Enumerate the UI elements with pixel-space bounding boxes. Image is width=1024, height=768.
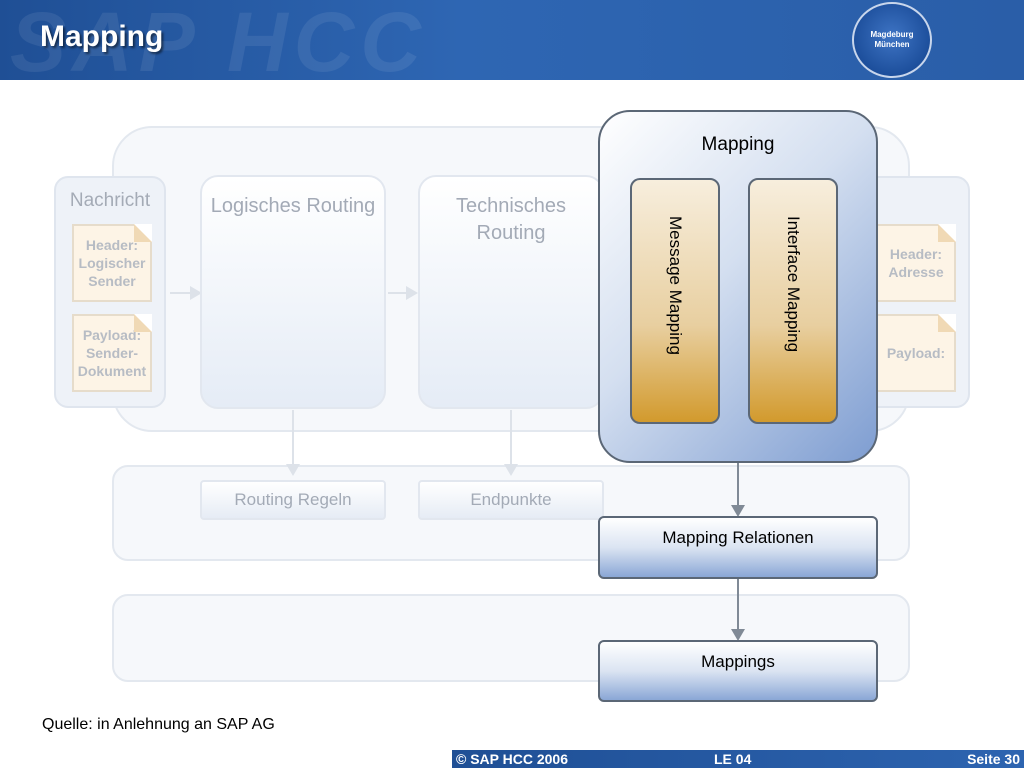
mappings-box: Mappings bbox=[598, 640, 878, 702]
receiver-header-label: Header: Adresse bbox=[888, 246, 944, 280]
sender-header-label: Header: Logischer Sender bbox=[78, 237, 146, 289]
arrow-down-icon bbox=[504, 410, 518, 476]
receiver-payload-label: Payload: bbox=[886, 345, 946, 361]
mapping-title: Mapping bbox=[701, 134, 775, 155]
technical-routing-step: Technisches Routing bbox=[418, 175, 604, 409]
footer-lecture: LE 04 bbox=[714, 751, 752, 767]
page-title: Mapping bbox=[40, 20, 164, 53]
mappings-label: Mappings bbox=[701, 652, 775, 671]
logical-routing-label: Logisches Routing bbox=[210, 195, 376, 217]
hcc-logo: Magdeburg München bbox=[852, 2, 932, 78]
routing-rules-box: Routing Regeln bbox=[200, 480, 386, 520]
sender-payload-label: Payload: Sender-Dokument bbox=[77, 327, 147, 379]
interface-mapping-card: Interface Mapping bbox=[748, 178, 838, 424]
footer-bar: © SAP HCC 2006 LE 04 Seite 30 bbox=[452, 750, 1024, 768]
arrow-right-icon bbox=[388, 286, 418, 300]
footer-copyright: © SAP HCC 2006 bbox=[456, 751, 568, 767]
title-bar: SAP HCC Mapping Magdeburg München bbox=[0, 0, 1024, 80]
arrow-down-icon bbox=[731, 579, 745, 641]
sender-payload-document: Payload: Sender-Dokument bbox=[72, 314, 152, 392]
mapping-component: Mapping Message Mapping Interface Mappin… bbox=[598, 110, 878, 463]
logo-line-2: München bbox=[874, 40, 910, 49]
sender-message-title: Nachricht bbox=[69, 190, 151, 211]
interface-mapping-label: Interface Mapping bbox=[784, 216, 803, 353]
receiver-header-document: Header: Adresse bbox=[876, 224, 956, 302]
source-note: Quelle: in Anlehnung an SAP AG bbox=[42, 716, 275, 733]
message-mapping-label: Message Mapping bbox=[666, 216, 685, 355]
endpoints-box: Endpunkte bbox=[418, 480, 604, 520]
routing-rules-label: Routing Regeln bbox=[234, 490, 352, 509]
footer-page-number: Seite 30 bbox=[967, 751, 1020, 767]
endpoints-label: Endpunkte bbox=[470, 490, 552, 509]
mapping-relations-label: Mapping Relationen bbox=[662, 528, 814, 547]
sender-message-column: Nachricht Header: Logischer Sender Paylo… bbox=[54, 176, 166, 408]
logo-line-1: Magdeburg bbox=[870, 30, 914, 39]
arrow-down-icon bbox=[731, 463, 745, 517]
technical-routing-label: Technisches Routing bbox=[455, 195, 567, 244]
receiver-payload-document: Payload: bbox=[876, 314, 956, 392]
message-mapping-card: Message Mapping bbox=[630, 178, 720, 424]
sap-hcc-watermark: SAP HCC bbox=[10, 0, 427, 80]
logical-routing-step: Logisches Routing bbox=[200, 175, 386, 409]
arrow-right-icon bbox=[170, 286, 202, 300]
sender-header-document: Header: Logischer Sender bbox=[72, 224, 152, 302]
mapping-relations-box: Mapping Relationen bbox=[598, 516, 878, 579]
arrow-down-icon bbox=[286, 410, 300, 476]
